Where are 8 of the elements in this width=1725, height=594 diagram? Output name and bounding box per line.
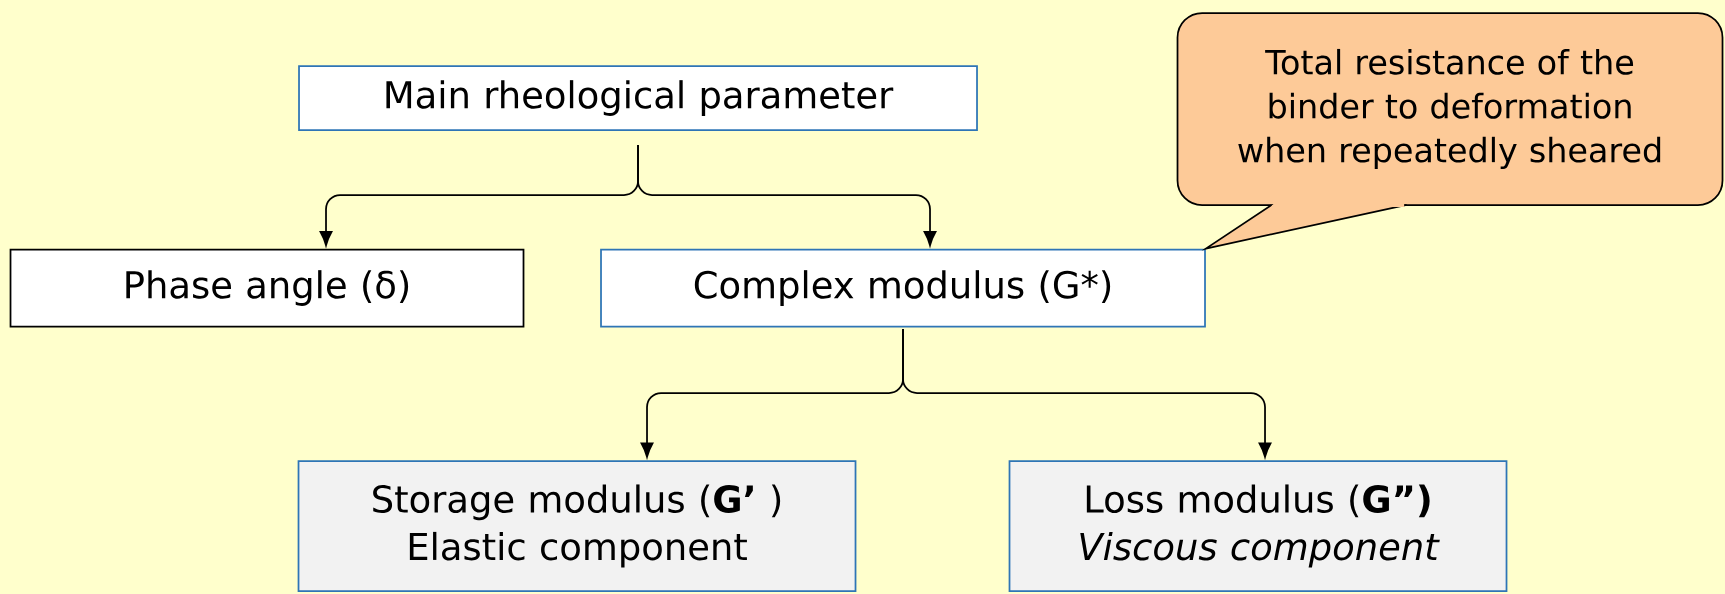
arrow	[637, 144, 937, 247]
callout-pointer	[1201, 203, 1408, 251]
process-box: Loss modulus (G”) Viscous component	[1008, 460, 1508, 592]
arrow	[902, 328, 1272, 458]
process-box: Complex modulus (G*)	[600, 248, 1206, 328]
process-box: Main rheological parameter	[298, 65, 978, 131]
process-box: Storage modulus (G’ ) Elastic component	[297, 460, 857, 592]
process-box: Phase angle (δ)	[9, 248, 525, 328]
